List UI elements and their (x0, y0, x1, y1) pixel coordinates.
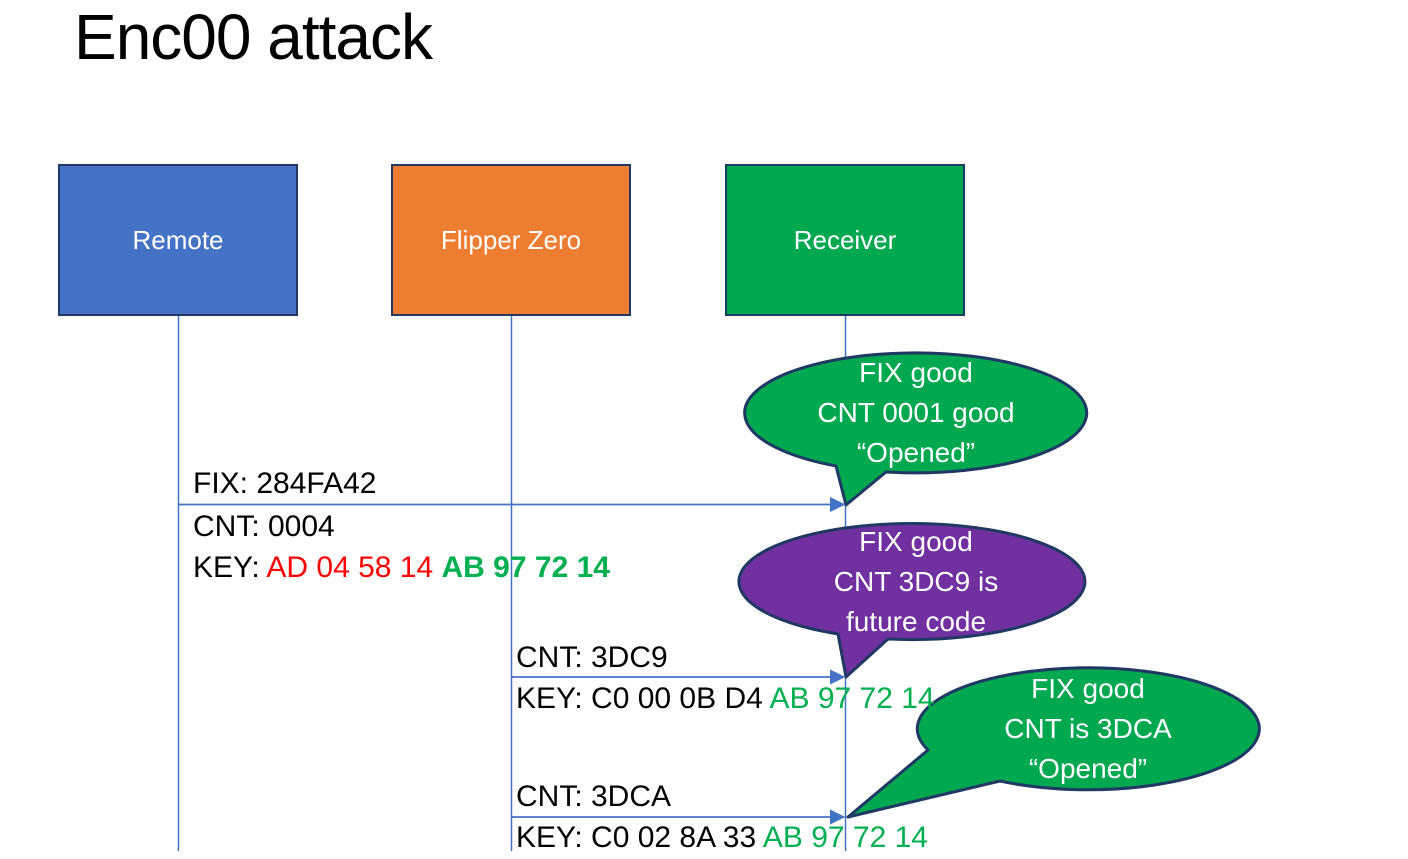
msg1-cnt-line: CNT: 0004 (193, 510, 335, 543)
msg2-cnt-line: CNT: 3DC9 (516, 641, 668, 674)
msg3-key-line: KEY: C0 02 8A 33 AB 97 72 14 (516, 820, 928, 856)
msg2-key-line: KEY: C0 00 0B D4 AB 97 72 14 (516, 681, 935, 717)
msg2-key-label: KEY: C0 00 0B D4 (516, 682, 770, 715)
actor-label-flipper-zero: Flipper Zero (440, 224, 582, 255)
bubble1-line1: FIX good (859, 357, 973, 388)
msg3-cnt-line: CNT: 3DCA (516, 780, 672, 813)
msg1-key-red-bytes: AD 04 58 14 (266, 551, 442, 584)
actor-label-receiver: Receiver (793, 224, 897, 255)
actor-label-remote: Remote (132, 224, 224, 255)
msg1-key-green-bytes: AB 97 72 14 (441, 551, 610, 584)
bubble3-line1: FIX good (1031, 673, 1145, 704)
msg1-key-label: KEY: (193, 551, 267, 584)
actor-box-receiver: Receiver (725, 164, 965, 316)
bubble-opened-2-text: FIX good CNT is 3DCA “Opened” (917, 666, 1259, 792)
bubble-opened-2 (846, 666, 1261, 819)
bubble1-line3: “Opened” (856, 437, 976, 468)
actor-box-remote: Remote (58, 164, 298, 316)
bubble1-line2: CNT 0001 good (817, 397, 1015, 428)
page-title: Enc00 attack (74, 1, 433, 73)
msg2-key-green-bytes: AB 97 72 14 (769, 682, 935, 715)
msg1-fix-line: FIX: 284FA42 (193, 467, 377, 500)
bubble3-line2: CNT is 3DCA (1004, 713, 1172, 744)
msg3-key-green-bytes: AB 97 72 14 (762, 821, 928, 854)
bubble3-line3: “Opened” (1028, 753, 1148, 784)
bubble-future-code-text: FIX good CNT 3DC9 is future code (743, 522, 1089, 642)
arrowhead-msg2 (830, 669, 846, 685)
bubble-opened-1 (743, 351, 1089, 507)
bubble-opened-1-text: FIX good CNT 0001 good “Opened” (745, 352, 1087, 474)
msg1-key-line: KEY: AD 04 58 14 AB 97 72 14 (193, 550, 610, 586)
bubble-future-code (737, 522, 1087, 679)
actor-box-flipper-zero: Flipper Zero (391, 164, 631, 316)
bubble2-line1: FIX good (859, 526, 973, 557)
arrowhead-msg3 (830, 809, 846, 825)
arrowhead-msg1 (830, 497, 846, 512)
msg3-key-label: KEY: C0 02 8A 33 (516, 821, 763, 854)
bubble2-line2: CNT 3DC9 is (833, 566, 999, 597)
bubble2-line3: future code (845, 606, 987, 637)
